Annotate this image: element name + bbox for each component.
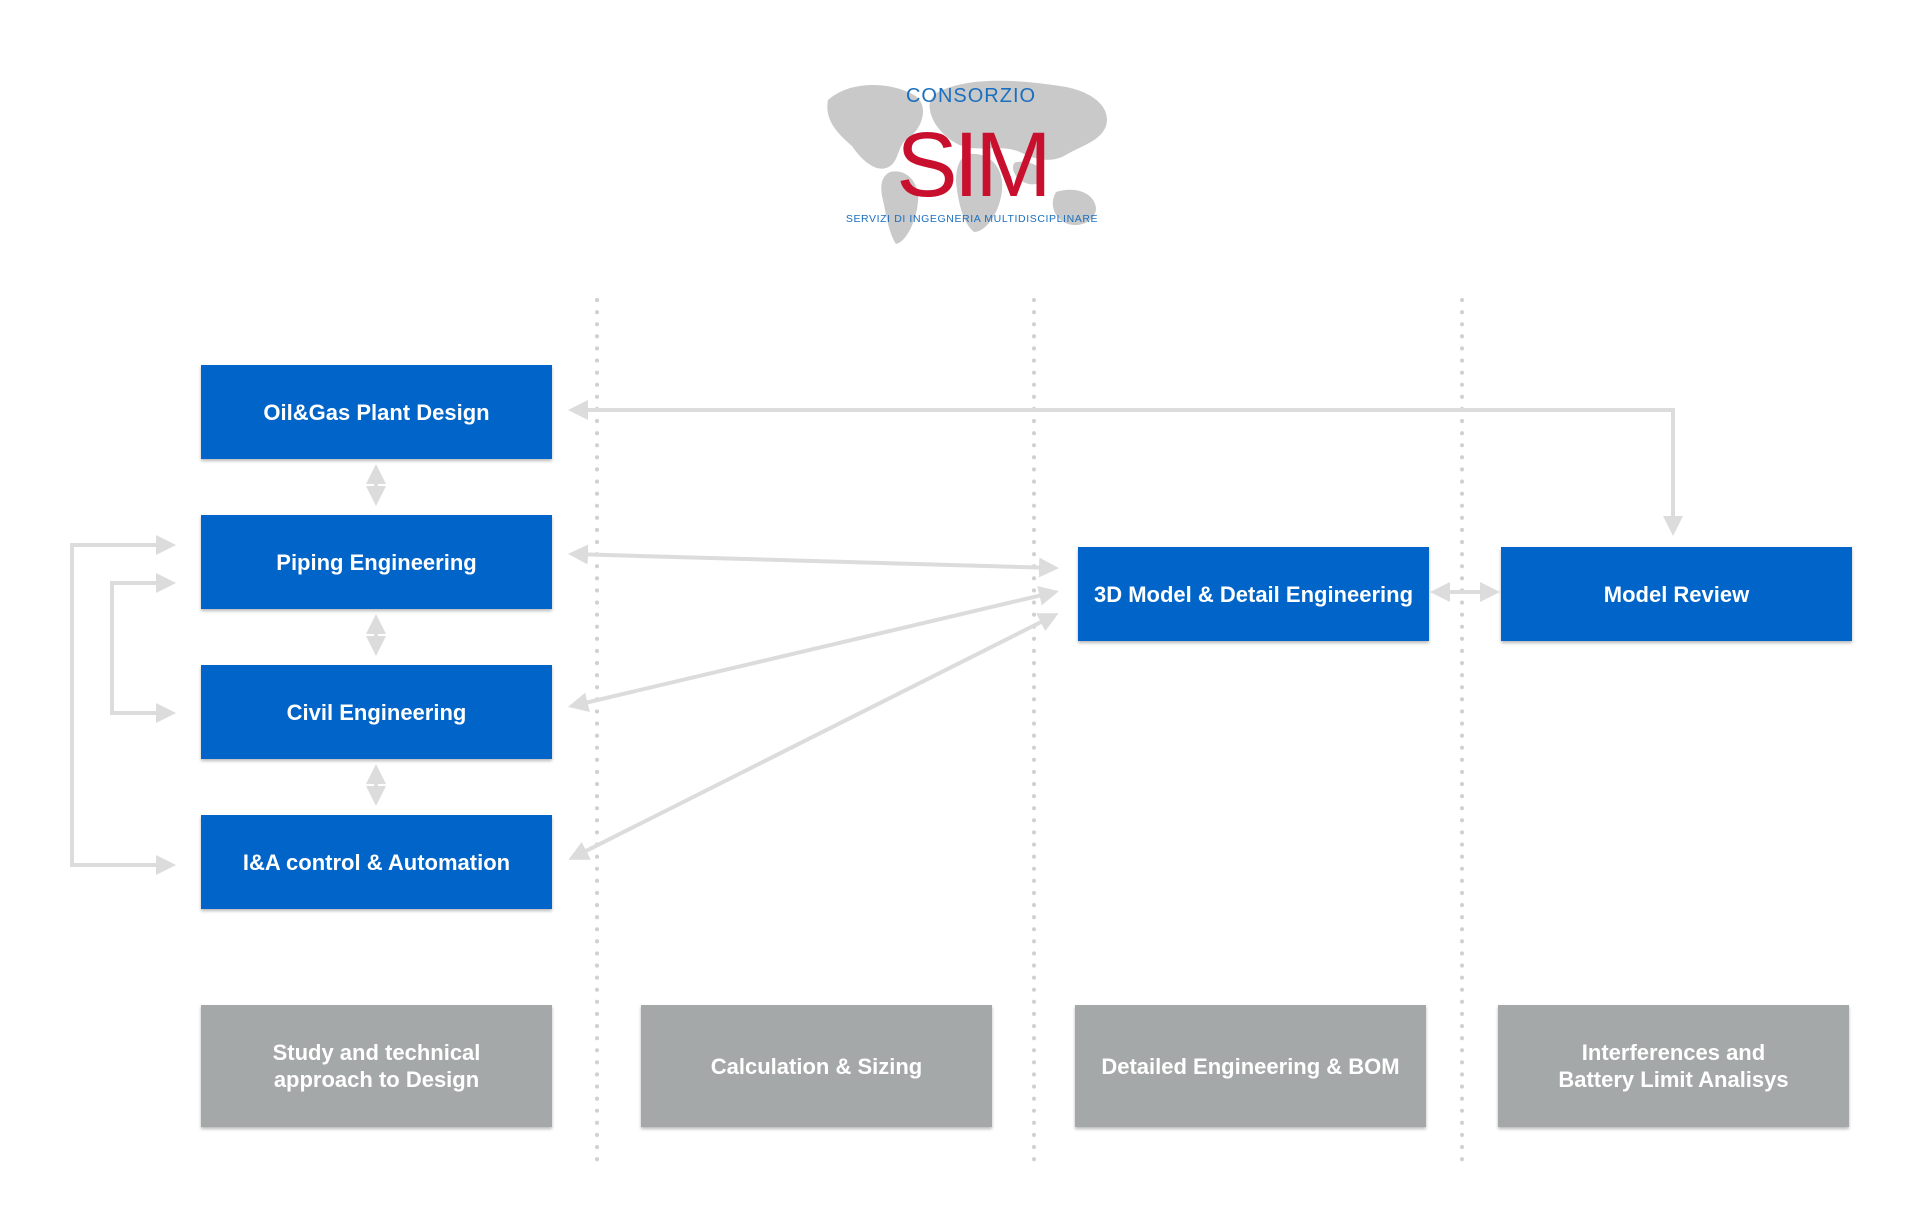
box-ia-control-automation: I&A control & Automation xyxy=(201,815,552,909)
loop-outer-ia-piping xyxy=(70,535,176,875)
phase-study-technical-approach: Study and technical approach to Design xyxy=(201,1005,552,1127)
box-model-review: Model Review xyxy=(1501,547,1852,641)
box-3d-model-detail-engineering: 3D Model & Detail Engineering xyxy=(1078,547,1429,641)
arrow-ia-3d xyxy=(568,613,1059,860)
phase-detailed-engineering-bom: Detailed Engineering & BOM xyxy=(1075,1005,1426,1127)
phase-calculation-sizing: Calculation & Sizing xyxy=(641,1005,992,1127)
arrow-piping-3d xyxy=(568,544,1059,578)
box-civil-engineering: Civil Engineering xyxy=(201,665,552,759)
logo-sim-text: SIM xyxy=(896,114,1048,216)
loop-inner-civil-piping xyxy=(110,573,176,723)
box-oilgas-plant-design: Oil&Gas Plant Design xyxy=(201,365,552,459)
box-piping-engineering: Piping Engineering xyxy=(201,515,552,609)
arrow-civil-3d xyxy=(568,585,1059,713)
phase-interferences-battery-limit: Interferences and Battery Limit Analisys xyxy=(1498,1005,1849,1127)
arrow-review-oilgas xyxy=(568,400,1683,536)
world-map-silhouette xyxy=(827,80,1107,244)
logo-consorzio-text: CONSORZIO xyxy=(906,85,1036,107)
consorzio-sim-logo: CONSORZIO SIM SERVIZI DI INGEGNERIA MULT… xyxy=(827,80,1107,244)
logo-tagline-text: SERVIZI DI INGEGNERIA MULTIDISCIPLINARE xyxy=(846,213,1098,225)
